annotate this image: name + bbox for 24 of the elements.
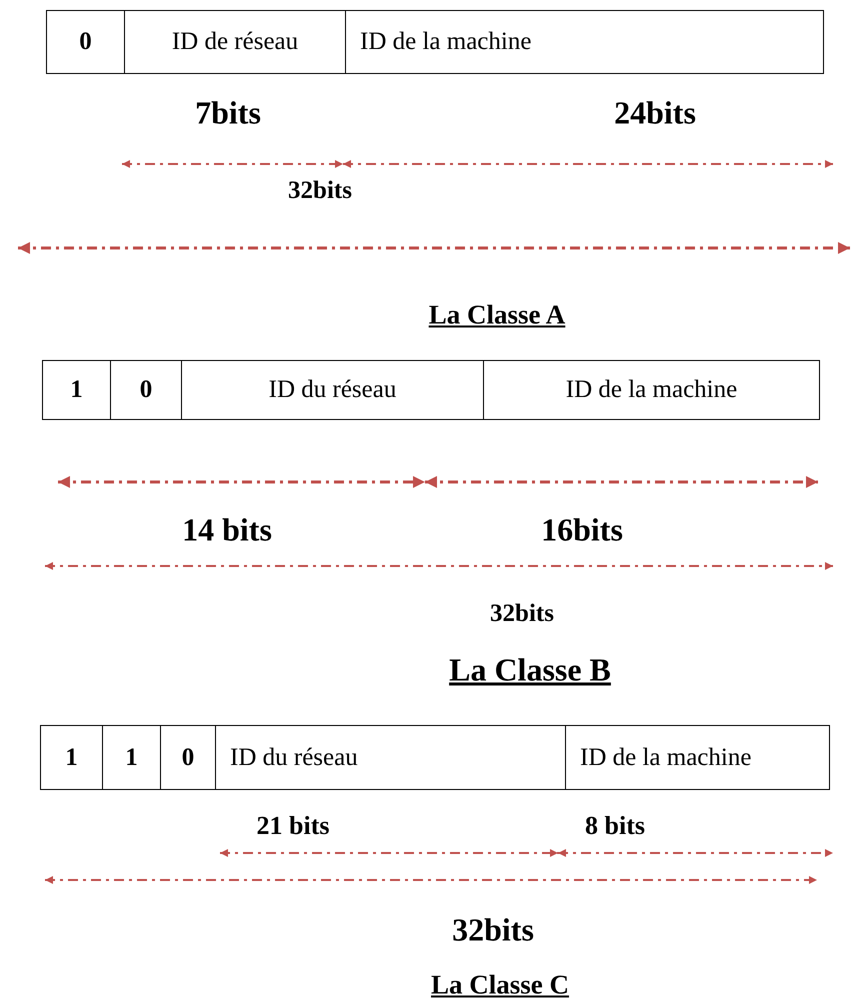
class-title: La Classe B xyxy=(449,652,611,688)
bit-width-label: 7bits xyxy=(195,94,261,132)
bit-width-label: 21 bits xyxy=(256,811,330,841)
bit-width-label: 32bits xyxy=(490,600,554,628)
field-cell: ID de la machine xyxy=(345,10,824,74)
bit-value-cell: 1 xyxy=(102,725,161,790)
field-cell: ID du réseau xyxy=(215,725,566,790)
class-title: La Classe A xyxy=(428,300,566,330)
bit-width-label: 32bits xyxy=(452,912,534,948)
bit-width-label: 16bits xyxy=(541,512,623,548)
bit-width-label: 32bits xyxy=(288,177,352,205)
bit-width-label: 24bits xyxy=(614,94,696,132)
field-cell: ID de la machine xyxy=(483,360,820,420)
class-title: La Classe C xyxy=(431,970,569,999)
field-cell: ID de la machine xyxy=(565,725,830,790)
bit-value-cell: 1 xyxy=(42,360,111,420)
bit-value-cell: 0 xyxy=(46,10,125,74)
bit-value-cell: 1 xyxy=(40,725,103,790)
bit-width-label: 14 bits xyxy=(182,512,272,548)
field-cell: ID du réseau xyxy=(181,360,484,420)
bit-width-label: 8 bits xyxy=(585,811,645,841)
bit-value-cell: 0 xyxy=(160,725,216,790)
field-cell: ID de réseau xyxy=(124,10,346,74)
bit-value-cell: 0 xyxy=(110,360,182,420)
